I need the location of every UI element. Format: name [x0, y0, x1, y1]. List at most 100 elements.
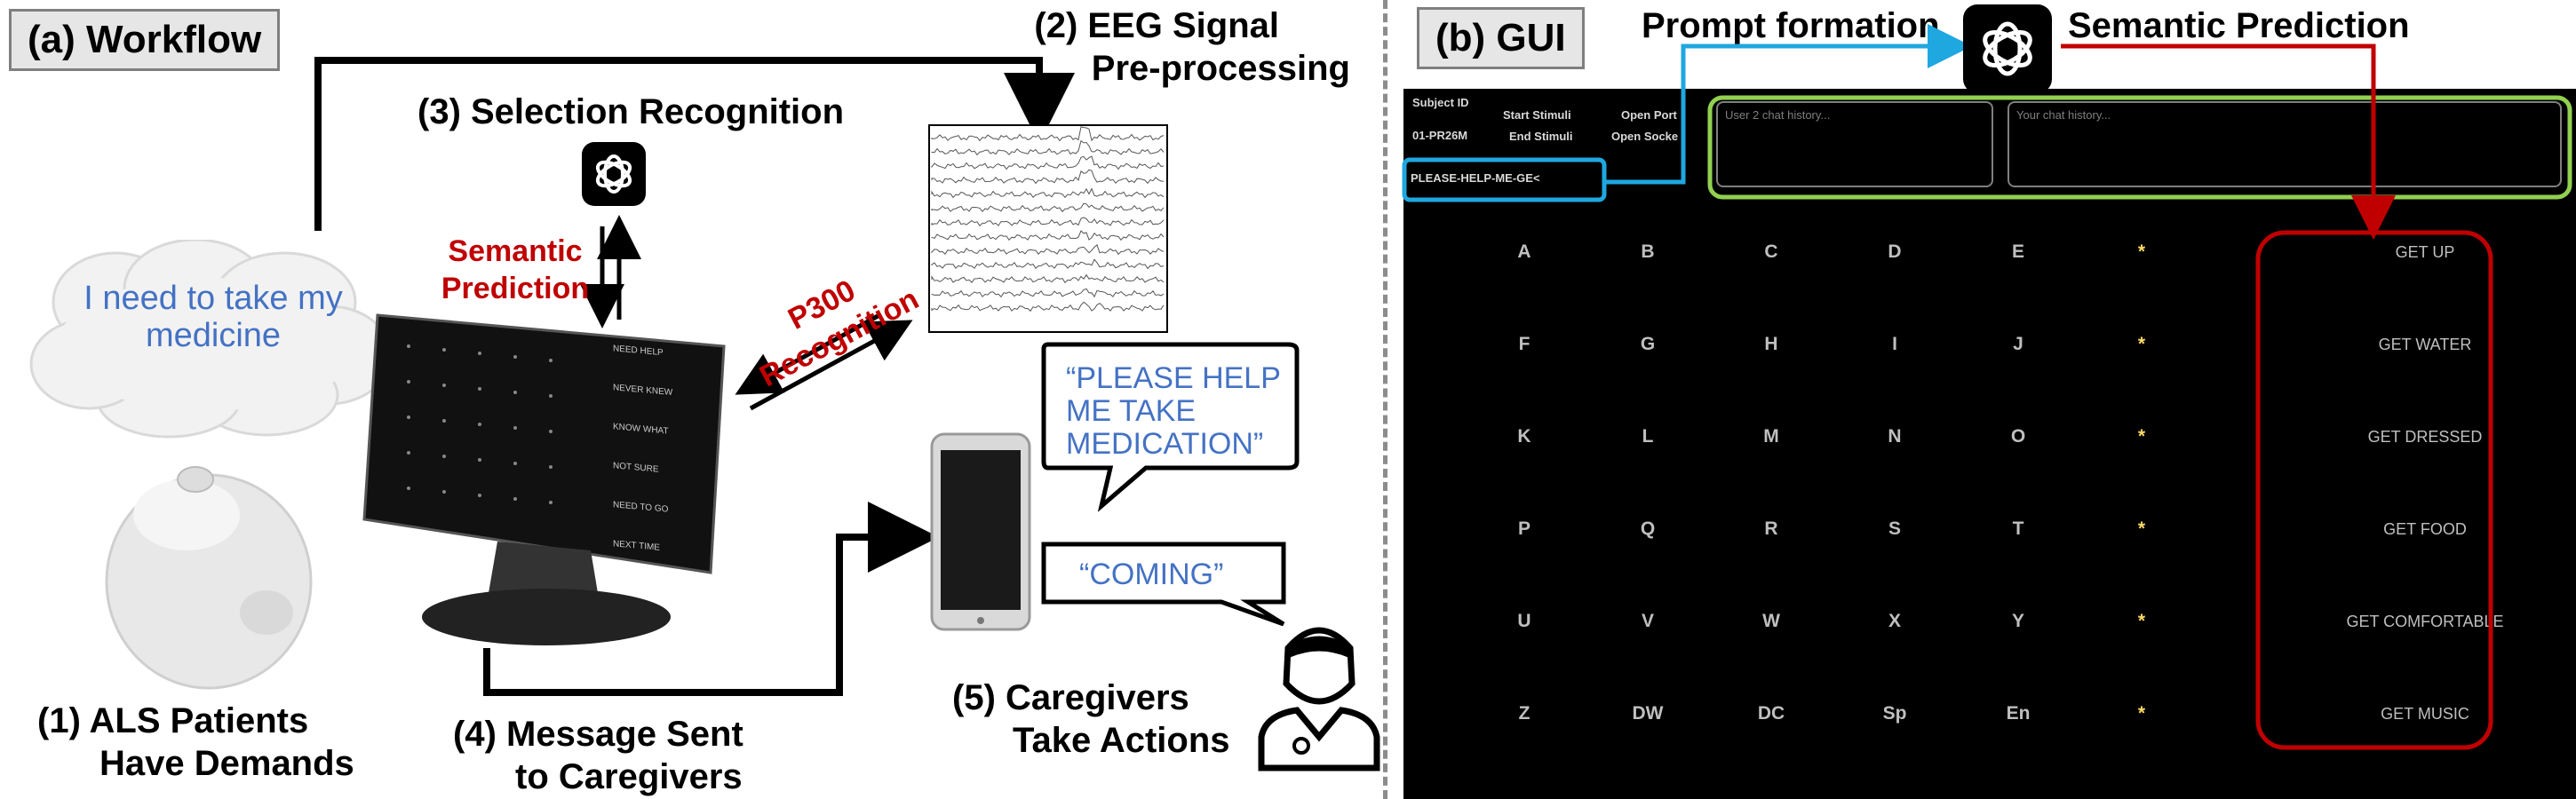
step1-line-1: (1) ALS Patients [37, 701, 309, 740]
eeg-trace [931, 301, 1165, 312]
step4-line-1: (4) Message Sent [453, 715, 743, 754]
gui-screenshot: Subject ID 01-PR26M Start Stimuli End St… [1403, 89, 2576, 799]
gui-panel-tag: (b) GUI [1417, 7, 1585, 69]
step5-label: (5) Caregivers Take Actions [952, 676, 1230, 762]
openai-icon-gui [1963, 4, 2052, 93]
step2-line-2: Pre-processing [1091, 49, 1350, 88]
speller-cell[interactable]: F [1518, 334, 1530, 354]
speller-cell[interactable]: E [2011, 241, 2024, 262]
arrow-patient-to-eeg [314, 57, 1075, 231]
speller-cell[interactable]: J [2013, 334, 2023, 354]
step4-line-2: to Caregivers [515, 757, 743, 796]
eeg-trace [931, 258, 1165, 270]
step1-line-2: Have Demands [99, 744, 354, 783]
speller-cell[interactable]: N [1888, 426, 1902, 447]
speller-cell[interactable]: H [1764, 334, 1778, 354]
open-socket-button[interactable]: Open Socke [1611, 130, 1679, 143]
step5-line-1: (5) Caregivers [952, 678, 1189, 717]
chat-history-highlight [1707, 95, 2572, 200]
arrow-eeg-to-monitor [735, 312, 881, 395]
openai-icon [582, 142, 646, 206]
gui-tag-text: (b) GUI [1435, 16, 1566, 59]
speller-cell[interactable]: U [1517, 611, 1531, 631]
speller-cell[interactable]: R [1764, 518, 1778, 539]
speller-cell[interactable]: En [2006, 703, 2031, 724]
eeg-trace [931, 187, 1165, 199]
speller-cell[interactable]: Q [1640, 518, 1656, 539]
speller-cell[interactable]: DW [1632, 703, 1664, 724]
bubble2-text: “COMING” [1079, 558, 1224, 591]
workflow-tag-text: (a) Workflow [28, 18, 262, 61]
speller-cell[interactable]: L [1642, 426, 1654, 447]
workflow-panel-tag: (a) Workflow [9, 9, 281, 71]
step4-label: (4) Message Sent to Caregivers [453, 713, 743, 798]
speller-cell[interactable]: Z [1518, 703, 1530, 724]
speller-cell[interactable]: W [1762, 611, 1780, 631]
arrow-monitor-to-phone [483, 502, 939, 696]
speller-cell[interactable]: * [2137, 518, 2146, 539]
subject-id-value: 01-PR26M [1412, 129, 1468, 142]
speller-cell[interactable]: B [1641, 241, 1655, 262]
speech-bubble-2 [1041, 542, 1286, 627]
eeg-trace [931, 217, 1165, 227]
predictions-highlight [2255, 230, 2493, 750]
open-port-button[interactable]: Open Port [1621, 108, 1677, 122]
bubble1-line-1: “PLEASE HELP [1066, 361, 1281, 395]
bubble1-text: “PLEASE HELP ME TAKE MEDICATION” [1066, 362, 1281, 461]
speller-cell[interactable]: Sp [1882, 703, 1907, 724]
speller-cell[interactable]: I [1892, 334, 1897, 354]
speller-cell[interactable]: * [2137, 241, 2146, 262]
monitor-icon [362, 313, 726, 645]
prediction-item[interactable]: GET MUSIC [2381, 705, 2469, 723]
prediction-item[interactable]: GET WATER [2378, 336, 2472, 353]
typed-text-display: PLEASE-HELP-ME-GE< [1411, 171, 1540, 185]
prediction-item[interactable]: GET COMFORTABLE [2346, 613, 2504, 630]
step5-line-2: Take Actions [1013, 721, 1230, 760]
prediction-item[interactable]: GET UP [2395, 243, 2455, 261]
eeg-trace [931, 288, 1165, 298]
speller-cell[interactable]: * [2137, 703, 2146, 724]
end-stimuli-button[interactable]: End Stimuli [1509, 130, 1573, 143]
your-chat-placeholder: Your chat history... [2016, 108, 2111, 122]
eeg-trace [931, 202, 1165, 213]
typed-text-highlight [1402, 157, 1607, 202]
caregiver-icon [1258, 627, 1380, 771]
speller-cell[interactable]: V [1641, 611, 1654, 631]
prompt-formation-label: Prompt formation [1642, 6, 1940, 45]
speller-cell[interactable]: D [1888, 241, 1902, 262]
speller-cell[interactable]: A [1517, 241, 1531, 262]
eeg-trace [931, 273, 1165, 284]
speller-cell[interactable]: C [1764, 241, 1778, 262]
speller-cell[interactable]: DC [1757, 703, 1785, 724]
speller-cell[interactable]: P [1517, 518, 1530, 539]
speller-cell[interactable]: T [2012, 518, 2024, 539]
thought-cloud [29, 240, 393, 439]
semantic-line-1: Semantic [448, 234, 583, 268]
speller-cell[interactable]: * [2137, 334, 2146, 354]
speller-cell[interactable]: * [2137, 426, 2146, 447]
speller-cell[interactable]: * [2137, 611, 2146, 631]
gui-overlay [1402, 24, 2572, 750]
your-chat-history[interactable]: Your chat history... [2008, 101, 2562, 187]
prediction-item[interactable]: GET FOOD [2383, 520, 2467, 538]
speller-cell[interactable]: K [1517, 426, 1531, 447]
speller-cell[interactable]: X [1888, 611, 1901, 631]
user-chat-history[interactable]: User 2 chat history... [1716, 101, 1993, 187]
prediction-item[interactable]: GET DRESSED [2367, 428, 2483, 446]
thought-line-2: medicine [145, 317, 282, 354]
eeg-trace [931, 169, 1165, 185]
eeg-trace [931, 155, 1165, 170]
eeg-trace [931, 230, 1165, 241]
semantic-line-2: Prediction [441, 272, 590, 305]
speller-cell[interactable]: M [1763, 426, 1779, 447]
speller-cell[interactable]: O [2010, 426, 2026, 447]
start-stimuli-button[interactable]: Start Stimuli [1503, 108, 1571, 122]
patient-head-icon [105, 466, 313, 690]
speller-cell[interactable]: Y [2011, 611, 2024, 631]
speller-cell[interactable]: S [1888, 518, 1901, 539]
semantic-prediction-gui-label: Semantic Prediction [2068, 6, 2410, 45]
speller-cell[interactable]: G [1640, 334, 1656, 354]
arrow-ai-to-predictions [2061, 44, 2396, 240]
semantic-prediction-label: Semantic Prediction [426, 233, 604, 307]
arrow-typed-to-ai [1604, 24, 1972, 185]
